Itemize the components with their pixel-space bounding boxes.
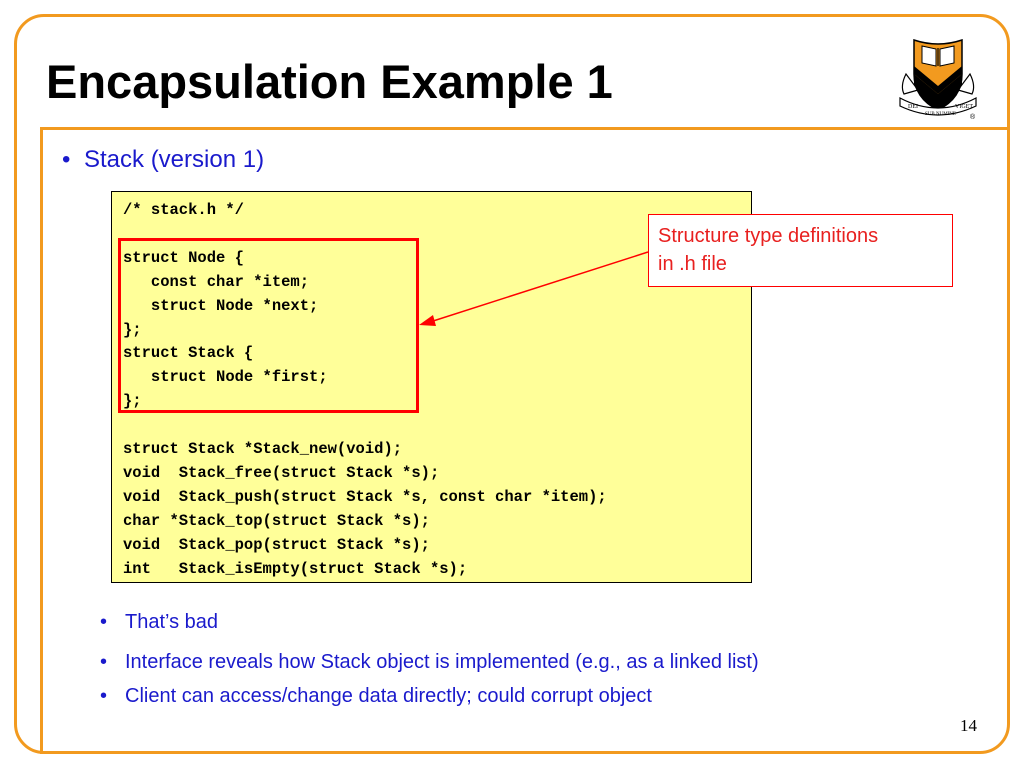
code-line: struct Stack {: [123, 344, 254, 363]
struct-highlight-box: [118, 238, 419, 413]
code-line: void Stack_push(struct Stack *s, const c…: [123, 487, 607, 506]
callout-box: Structure type definitions in .h file: [648, 214, 953, 287]
page-number: 14: [960, 716, 977, 735]
sub-bullet-text: That’s bad: [125, 611, 219, 633]
registered-mark: ®: [970, 113, 976, 120]
code-line: };: [123, 392, 142, 411]
code-line: };: [123, 320, 142, 339]
list-item: • That’s bad: [100, 608, 218, 636]
code-line: void Stack_free(struct Stack *s);: [123, 463, 440, 482]
bullet-dot: •: [100, 651, 108, 673]
main-bullet: • Stack (version 1): [62, 144, 264, 176]
code-line: struct Node *first;: [123, 368, 328, 387]
logo-ribbon-text-left: DEI: [908, 104, 918, 110]
code-line: void Stack_pop(struct Stack *s);: [123, 535, 430, 554]
left-divider: [40, 127, 43, 754]
callout-text-line2: in .h file: [658, 253, 727, 275]
code-line: struct Node *next;: [123, 296, 319, 315]
bullet-dot: •: [62, 146, 71, 173]
logo-ribbon-text-right: VIGET: [955, 104, 973, 110]
logo-ribbon-text-middle: SUB NUMINE: [925, 112, 956, 117]
slide-frame: [14, 14, 1010, 754]
bullet-dot: •: [100, 685, 108, 707]
main-bullet-text: Stack (version 1): [84, 146, 265, 173]
code-line: char *Stack_top(struct Stack *s);: [123, 511, 430, 530]
code-line: struct Stack *Stack_new(void);: [123, 440, 403, 459]
code-listing: /* stack.h */ struct Node { const char *…: [123, 199, 607, 582]
code-line: int Stack_isEmpty(struct Stack *s);: [123, 559, 468, 578]
list-item: • Interface reveals how Stack object is i…: [100, 648, 759, 676]
code-line: struct Node {: [123, 248, 244, 267]
code-line: const char *item;: [123, 272, 310, 291]
bullet-dot: •: [100, 611, 108, 633]
callout-text-line1: Structure type definitions: [658, 225, 879, 247]
sub-bullet-text: Client can access/change data directly; …: [125, 685, 652, 707]
list-item: • Client can access/change data directly;…: [100, 682, 652, 710]
sub-bullet-text: Interface reveals how Stack object is im…: [125, 651, 759, 673]
title-divider: [40, 127, 1010, 130]
princeton-shield-logo: DEI SUB NUMINE VIGET ®: [899, 38, 977, 120]
slide-title: Encapsulation Example 1: [46, 55, 613, 108]
code-line: /* stack.h */: [123, 201, 244, 219]
